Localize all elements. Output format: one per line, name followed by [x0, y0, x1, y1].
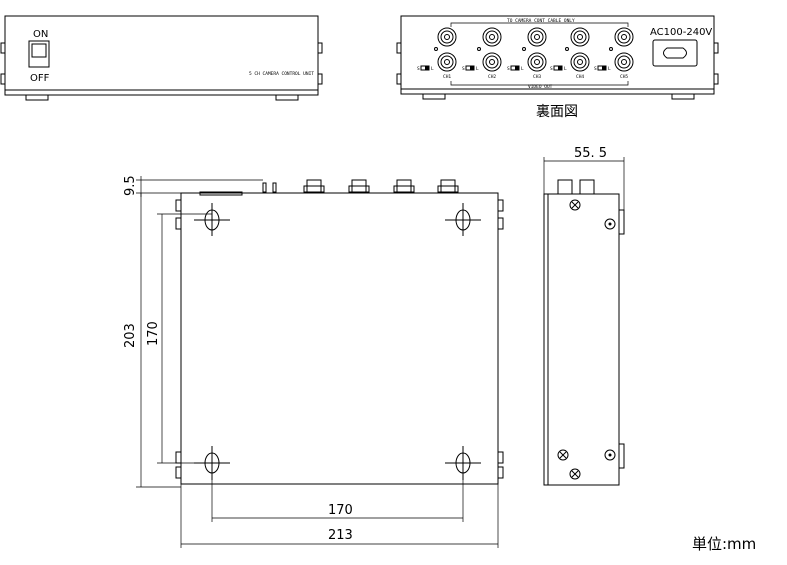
front-left-bracket-bottom — [0, 73, 6, 85]
front-left-bracket-top — [0, 42, 6, 54]
side-view-body — [543, 193, 620, 486]
switch-s-label: S — [594, 66, 597, 72]
side-connector — [557, 179, 573, 195]
rear-right-bracket-top — [713, 42, 719, 54]
mount-hole — [445, 203, 481, 236]
front-panel-outline — [4, 15, 319, 96]
unit-label: 単位:mm — [692, 535, 756, 553]
switch-l-label: L — [564, 66, 567, 72]
side-screw — [557, 449, 569, 461]
rear-foot-left — [422, 93, 446, 100]
ac-inlet — [652, 39, 698, 67]
rear-bottom-bracket — [450, 81, 629, 86]
top-connector — [393, 179, 415, 193]
rear-bottom-label: VIDEO OUT — [528, 84, 553, 90]
rear-top-label: TO CAMERA CONT CABLE ONLY — [507, 18, 575, 24]
rear-left-bracket-top — [396, 42, 402, 54]
mount-hole — [194, 203, 230, 236]
side-screw — [604, 218, 616, 230]
front-foot-left — [25, 94, 49, 101]
power-label: AC100-240V — [650, 27, 712, 38]
rear-top-bracket — [450, 22, 629, 27]
switch-off-label: OFF — [30, 73, 50, 84]
switch-on-label: ON — [33, 29, 48, 40]
switch-l-label: L — [521, 66, 524, 72]
side-view: 55. 5 — [543, 146, 625, 486]
dim-height-mount: 170 — [146, 321, 161, 346]
channel-label: CH1 — [443, 74, 451, 80]
side-screw — [569, 468, 581, 480]
channel-label: CH3 — [533, 74, 541, 80]
switch-l-label: L — [476, 66, 479, 72]
connector-ch2: S L CH2 — [462, 27, 502, 80]
top-connector — [262, 182, 277, 193]
rear-foot-right — [671, 93, 695, 100]
connector-ch5: S L CH5 — [594, 27, 634, 80]
front-right-bracket-bottom — [317, 73, 323, 85]
rear-panel-outline — [400, 15, 715, 95]
dim-top-margin: 9.5 — [123, 175, 138, 196]
side-connector — [579, 179, 595, 195]
channel-label: CH5 — [620, 74, 628, 80]
rear-view: TO CAMERA CONT CABLE ONLY VIDEO OUT S L … — [396, 15, 719, 120]
switch-l-label: L — [431, 66, 434, 72]
switch-s-label: S — [550, 66, 553, 72]
switch-s-label: S — [462, 66, 465, 72]
connector-ch3: S L CH3 — [507, 27, 547, 80]
power-switch — [28, 40, 50, 68]
channel-label: CH2 — [488, 74, 496, 80]
side-screw — [569, 199, 581, 211]
front-right-bracket-top — [317, 42, 323, 54]
top-connector — [348, 179, 370, 193]
power-switch-rocker — [31, 43, 47, 58]
switch-l-label: L — [608, 66, 611, 72]
front-view: ON OFF 5 CH CAMERA CONTROL UNIT — [0, 15, 323, 101]
top-view-body — [180, 192, 499, 485]
front-foot-right — [275, 94, 299, 101]
front-panel-label: 5 CH CAMERA CONTROL UNIT — [249, 71, 314, 77]
rear-right-bracket-bottom — [713, 73, 719, 85]
rear-view-caption: 裏面図 — [536, 103, 578, 120]
top-connector — [437, 179, 459, 193]
dim-width-total: 213 — [328, 528, 353, 543]
rear-left-bracket-bottom — [396, 73, 402, 85]
side-screw — [604, 449, 616, 461]
connector-ch4: S L CH4 — [550, 27, 590, 80]
top-connector — [303, 179, 325, 193]
dim-width-mount: 170 — [328, 503, 353, 518]
connector-ch1: S L CH1 — [417, 27, 457, 80]
dim-height-total: 203 — [123, 323, 138, 348]
top-view: 9.5 203 170 170 213 — [123, 175, 504, 548]
switch-s-label: S — [417, 66, 420, 72]
switch-s-label: S — [507, 66, 510, 72]
dim-depth: 55. 5 — [574, 146, 607, 161]
ac-inlet-socket — [663, 47, 687, 59]
channel-label: CH4 — [576, 74, 584, 80]
